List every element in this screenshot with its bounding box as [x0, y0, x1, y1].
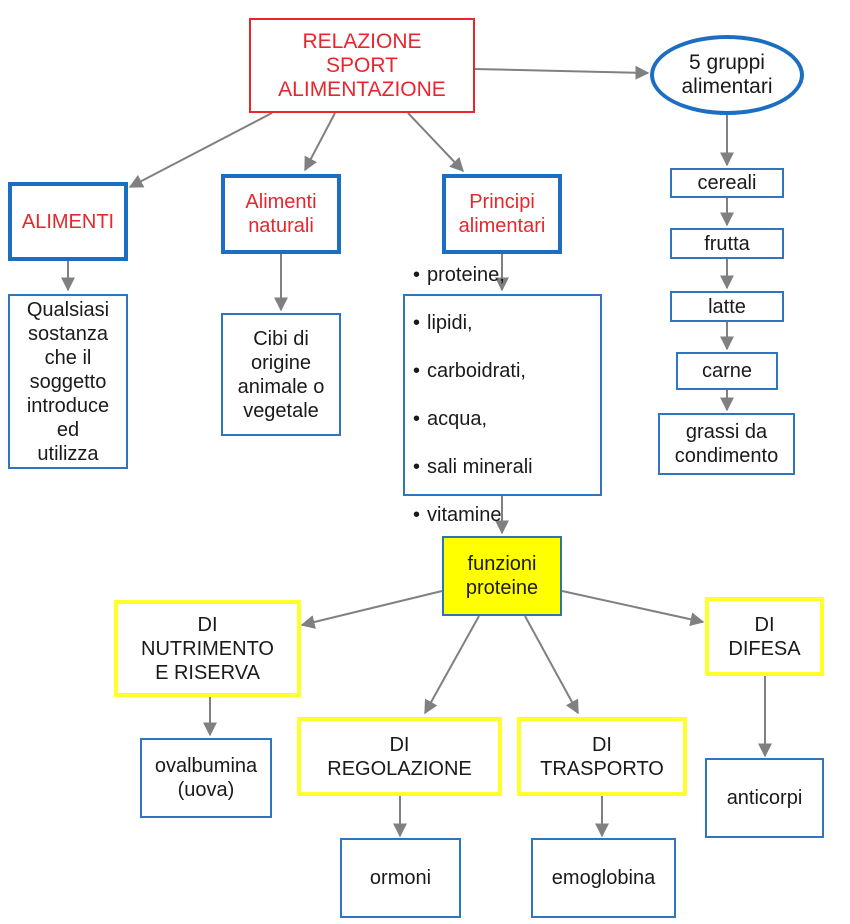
arrow-functions-to-regolazione [424, 615, 480, 715]
food-group-label: carne [701, 360, 753, 382]
example-anticorpi: anticorpi [705, 758, 824, 838]
protein-functions-node: funzioni proteine [442, 536, 562, 616]
arrow-functions-to-trasporto [524, 615, 579, 715]
example-label: anticorpi [726, 787, 803, 809]
principi-item: carboidrati, [413, 359, 533, 383]
alimenti-naturali-label: Alimenti naturali [245, 191, 317, 237]
example-label: ovalbumina (uova) [154, 755, 258, 801]
arrow-title-to-principi [407, 112, 464, 173]
food-groups-label: 5 gruppi alimentari [681, 51, 773, 98]
function-difesa: DI DIFESA [705, 597, 824, 676]
example-emoglobina: emoglobina [531, 838, 676, 918]
function-label: DI DIFESA [728, 613, 801, 660]
food-group-frutta: frutta [670, 228, 784, 259]
function-label: DI NUTRIMENTO E RISERVA [141, 613, 274, 684]
food-group-label: grassi da condimento [674, 421, 779, 467]
arrow-title-to-food-groups [474, 65, 650, 80]
example-label: ormoni [369, 867, 432, 889]
food-group-label: frutta [704, 232, 750, 255]
food-group-label: latte [708, 295, 746, 318]
food-group-latte: latte [670, 291, 784, 322]
alimenti-description: Qualsiasi sostanza che il soggetto intro… [8, 294, 128, 469]
function-label: DI TRASPORTO [540, 733, 664, 780]
title-text: RELAZIONE SPORT ALIMENTAZIONE [278, 29, 446, 101]
principi-list: proteine, lipidi, carboidrati, acqua, sa… [413, 239, 533, 551]
principi-item: vitamine [413, 503, 533, 527]
arrow-functions-to-nutrimento [300, 590, 443, 629]
function-trasporto: DI TRASPORTO [517, 717, 687, 796]
arrow-title-to-alimenti [128, 112, 273, 188]
arrow-functions-to-difesa [561, 590, 705, 627]
title-node: RELAZIONE SPORT ALIMENTAZIONE [249, 18, 475, 113]
food-group-label: cereali [697, 172, 757, 194]
principi-item: sali minerali [413, 455, 533, 479]
example-ovalbumina: ovalbumina (uova) [140, 738, 272, 818]
alimenti-node: ALIMENTI [8, 182, 128, 261]
example-label: emoglobina [551, 867, 656, 889]
alimenti-description-text: Qualsiasi sostanza che il soggetto intro… [26, 298, 110, 465]
function-label: DI REGOLAZIONE [327, 733, 472, 780]
principi-alimentari-label: Principi alimentari [458, 191, 546, 237]
alimenti-label: ALIMENTI [21, 210, 115, 233]
principi-list-node: proteine, lipidi, carboidrati, acqua, sa… [403, 264, 602, 526]
food-group-cereali: cereali [670, 168, 784, 198]
principi-item: proteine, [413, 263, 533, 287]
food-groups-node: 5 gruppi alimentari [650, 35, 804, 115]
principi-alimentari-node: Principi alimentari [442, 174, 562, 254]
principi-item: acqua, [413, 407, 533, 431]
protein-functions-label: funzioni proteine [465, 553, 539, 599]
example-ormoni: ormoni [340, 838, 461, 918]
principi-item: lipidi, [413, 311, 533, 335]
alimenti-naturali-description-text: Cibi di origine animale o vegetale [237, 327, 325, 422]
food-group-carne: carne [676, 352, 778, 390]
alimenti-naturali-description: Cibi di origine animale o vegetale [221, 313, 341, 436]
arrow-title-to-alimenti-naturali [304, 112, 336, 172]
function-regolazione: DI REGOLAZIONE [297, 717, 502, 796]
function-nutrimento: DI NUTRIMENTO E RISERVA [114, 600, 301, 697]
food-group-grassi: grassi da condimento [658, 413, 795, 475]
alimenti-naturali-node: Alimenti naturali [221, 174, 341, 254]
